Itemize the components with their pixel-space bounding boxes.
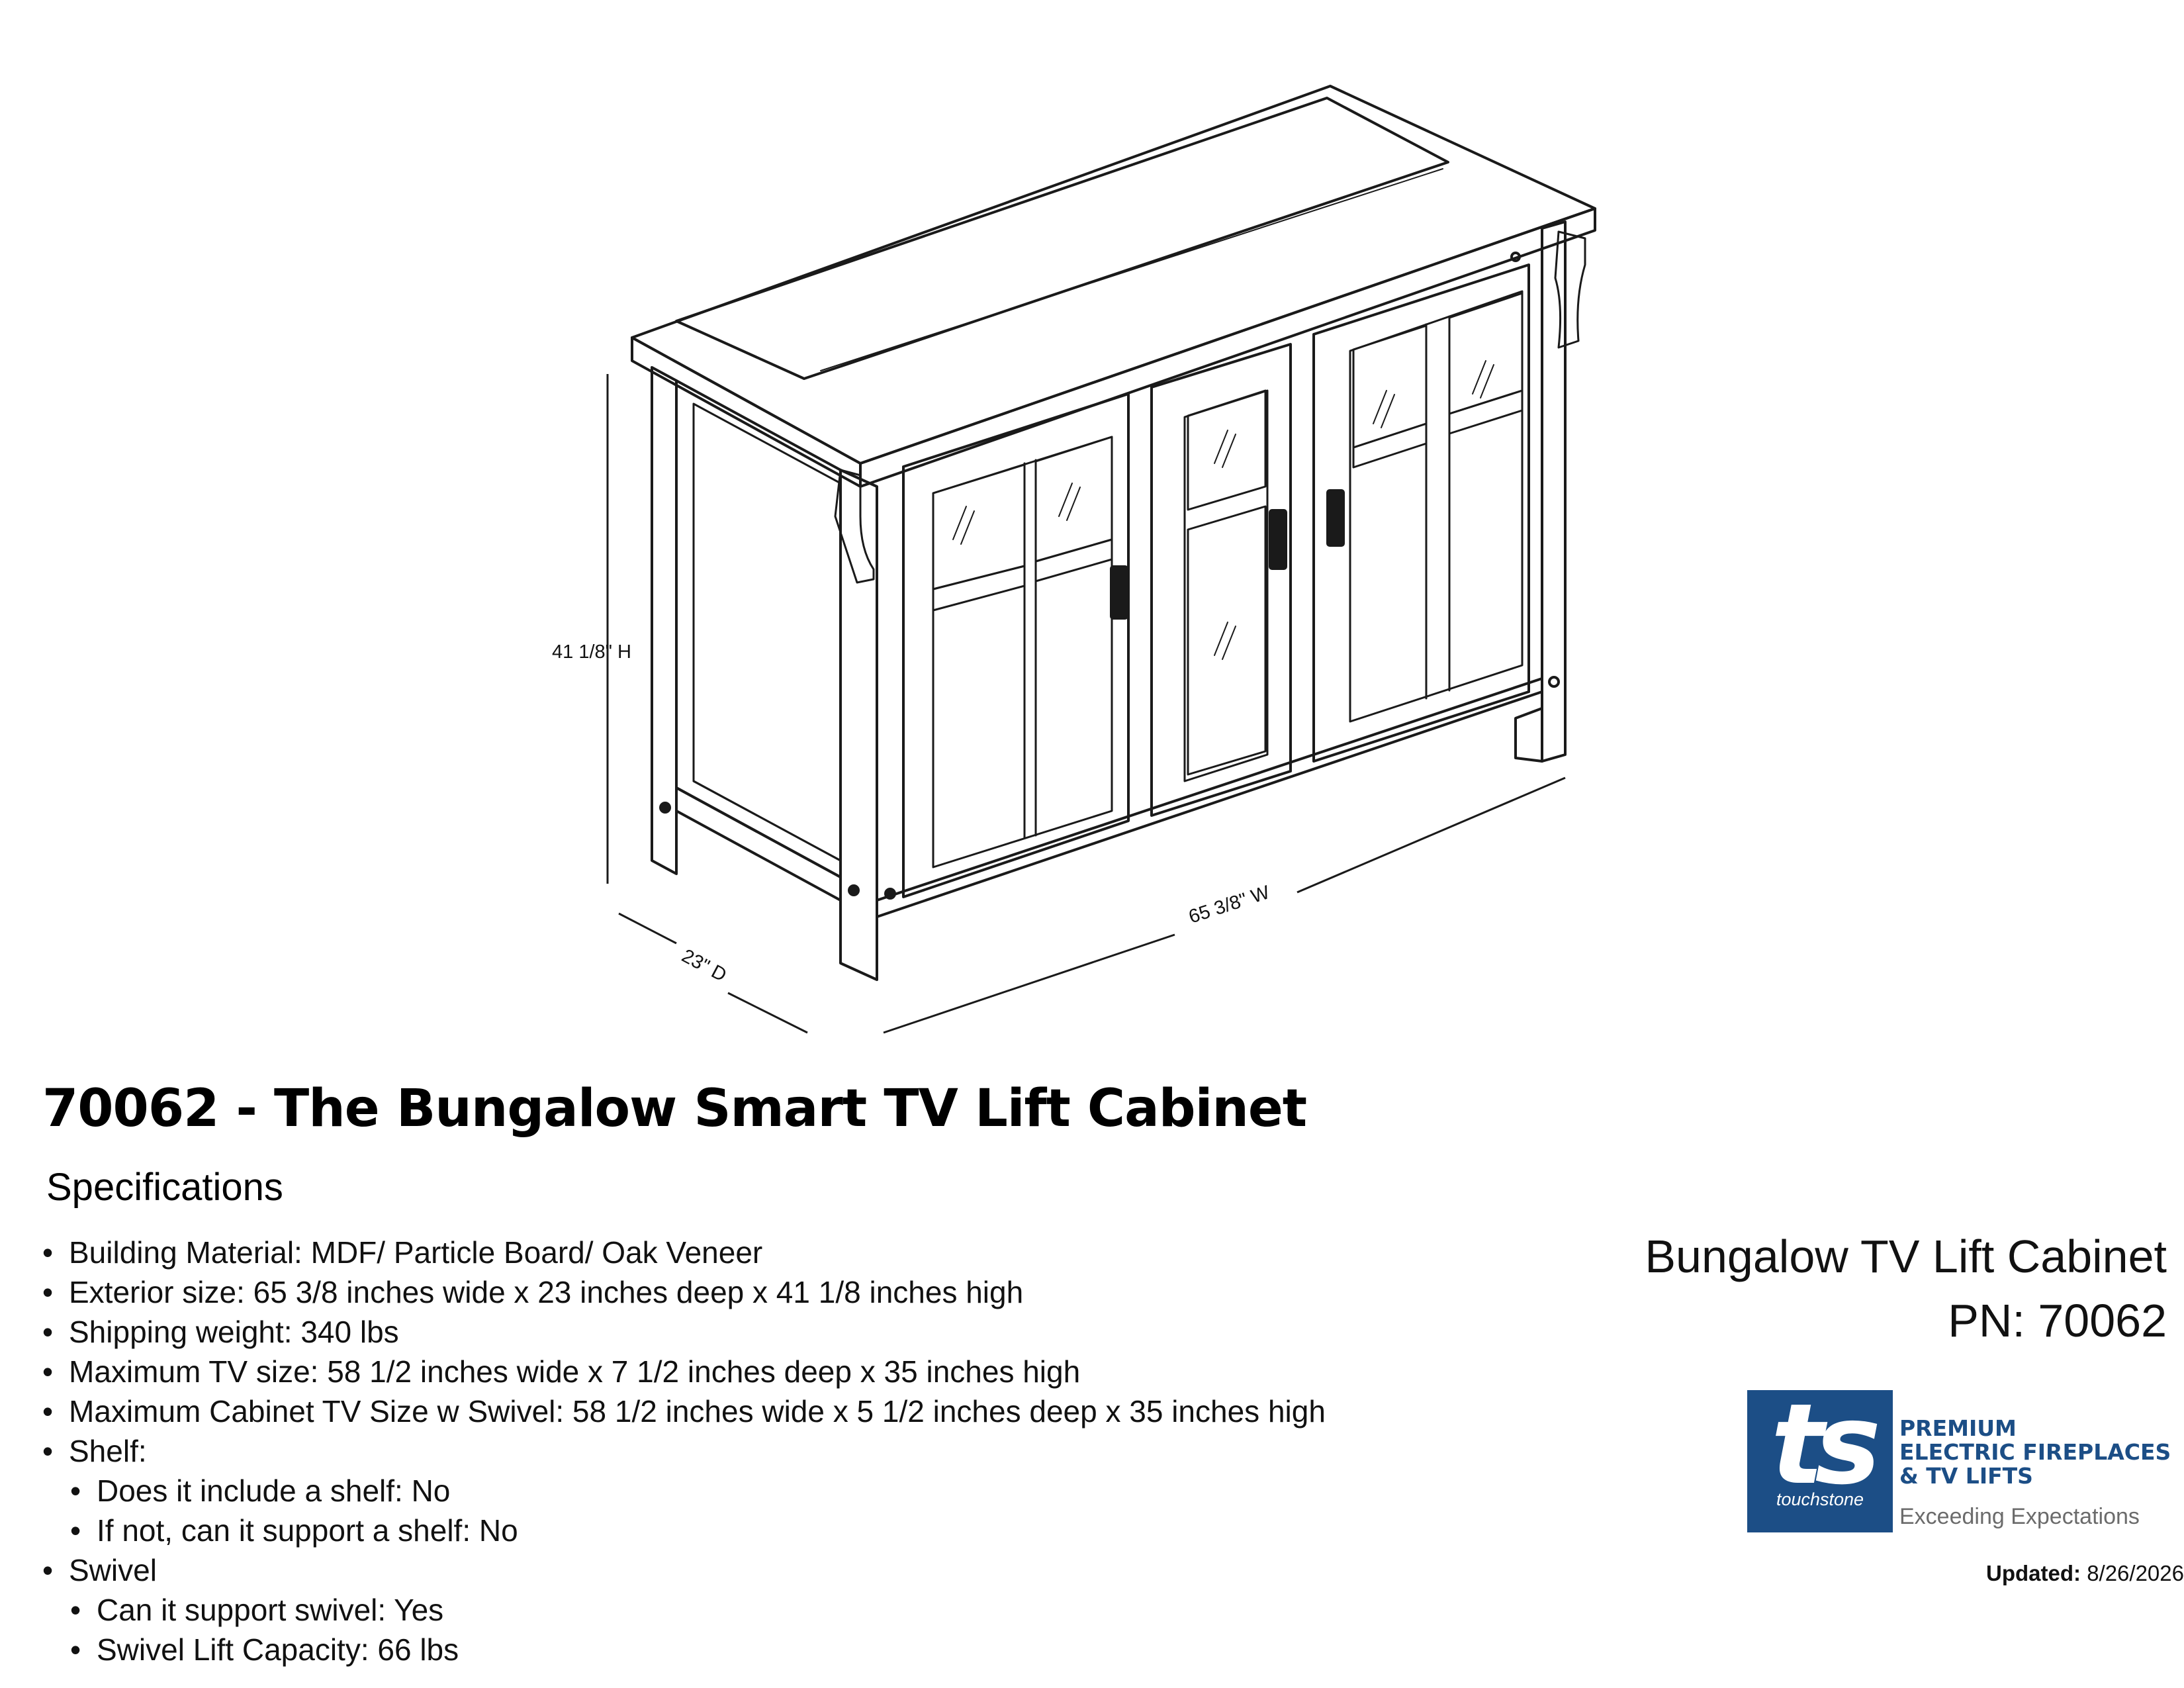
cabinet-front-right-post [1541,220,1567,763]
bullet: • [42,1235,54,1270]
bullet: • [70,1513,81,1548]
spec-subitem: •Swivel Lift Capacity: 66 lbs [42,1630,1498,1669]
cabinet-left-post-back [651,366,678,875]
depth-dimension-label: 23" D [678,945,730,986]
updated-label: Updated: [1986,1561,2081,1585]
width-dimension-label: 65 3/8" W [1186,882,1273,928]
cabinet-center-door [1150,343,1292,817]
right-door-glass-left [1352,324,1428,449]
bullet: • [42,1354,54,1389]
spec-item: •Maximum TV size: 58 1/2 inches wide x 7… [42,1352,1498,1391]
bullet: • [42,1275,54,1309]
spec-subitem: •If not, can it support a shelf: No [42,1511,1498,1550]
bullet: • [42,1553,54,1587]
page-title: 70062 - The Bungalow Smart TV Lift Cabin… [42,1079,1307,1139]
cabinet-top-inset [675,97,1449,380]
spec-item: •Building Material: MDF/ Particle Board/… [42,1233,1498,1272]
logo-line-1: PREMIUM [1899,1415,2017,1441]
bullet: • [70,1593,81,1627]
right-door-handle [1326,489,1345,547]
depth-dimension-line-a [618,912,677,945]
cabinet-top-side-edge [631,336,862,488]
cabinet-top-lid-panel [675,97,1449,380]
updated-value: 8/26/2026 [2087,1561,2184,1585]
logo-mark-box: ts touchstone [1747,1380,1893,1532]
left-door-glass-left [932,463,1026,590]
right-corbel [1554,230,1586,349]
cabinet-right-door [1312,263,1530,763]
logo-line-2: ELECTRIC FIREPLACES [1899,1439,2171,1465]
product-name: Bungalow TV Lift Cabinet [1645,1231,2167,1282]
bullet: • [42,1315,54,1349]
height-dimension-label: 41 1/8" H [552,641,631,663]
bullet: • [70,1474,81,1508]
spec-item: •Shipping weight: 340 lbs [42,1312,1498,1352]
width-dimension-line-b [1297,776,1566,894]
right-door-glass-right [1448,292,1524,415]
logo-brand-name: touchstone [1776,1489,1864,1509]
left-door-handle [1110,565,1128,620]
spec-item: •Maximum Cabinet TV Size w Swivel: 58 1/… [42,1391,1498,1431]
cabinet-left-door [902,393,1130,898]
bullet: • [42,1434,54,1468]
center-door-glass-bottom [1187,505,1267,776]
center-door-glass-top [1187,389,1267,511]
cabinet-left-door-frame-inner [932,436,1113,868]
specifications-list: •Building Material: MDF/ Particle Board/… [42,1233,1498,1669]
spec-subitem: •Does it include a shelf: No [42,1471,1498,1511]
bullet: • [70,1632,81,1667]
spec-subitem: •Can it support swivel: Yes [42,1590,1498,1630]
center-door-handle [1269,509,1287,570]
cabinet-front-left-post [839,469,878,981]
width-dimension-line-a [883,933,1175,1034]
spec-item: •Exterior size: 65 3/8 inches wide x 23 … [42,1272,1498,1312]
logo-line-3: & TV LIFTS [1899,1463,2033,1489]
cabinet-right-foot [1514,707,1543,763]
updated-date: Updated: 8/26/2026 [1986,1561,2184,1586]
cabinet-line-drawing: 41 1/8" H 65 3/8" W 23" D [552,85,1596,1034]
touchstone-logo: ts touchstone PREMIUM ELECTRIC FIREPLACE… [1747,1380,2171,1532]
part-number: PN: 70062 [1948,1295,2167,1346]
spec-item: •Shelf: [42,1431,1498,1471]
specifications-heading: Specifications [46,1166,283,1209]
logo-tagline: Exceeding Expectations [1899,1504,2140,1529]
logo-mark: ts [1770,1380,1881,1509]
cabinet-left-rail [675,786,842,902]
left-corbel [834,469,875,584]
depth-dimension-line-b [727,992,808,1034]
bullet: • [42,1394,54,1429]
spec-item: •Swivel [42,1550,1498,1590]
